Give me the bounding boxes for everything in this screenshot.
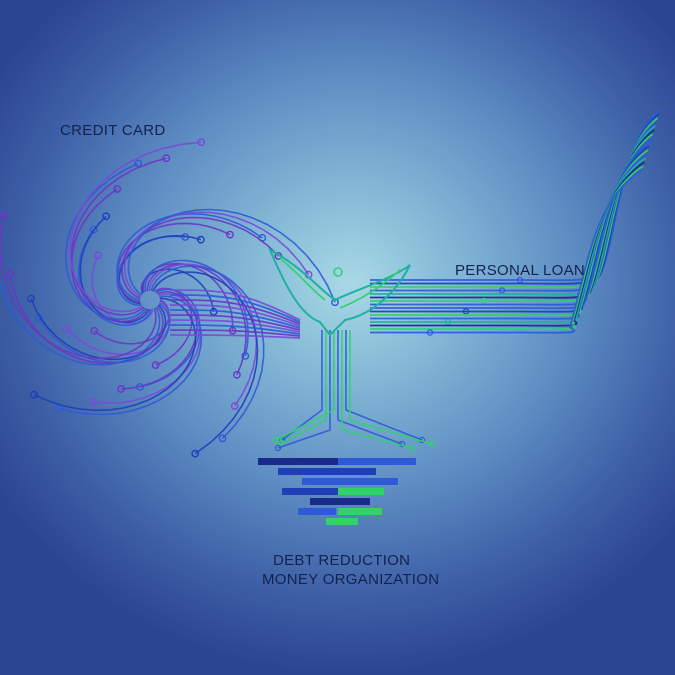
bar-segment [298, 508, 336, 515]
outflow-trace [169, 289, 301, 321]
trunk-trace [281, 330, 323, 441]
outflow-trace [169, 334, 301, 339]
swirl-trace [121, 291, 198, 390]
outflow-trace [169, 324, 301, 335]
swirl-trace [70, 188, 148, 323]
swirl-trace [30, 298, 167, 361]
trace-node [151, 361, 160, 369]
trace-node [426, 329, 434, 336]
trace-node [218, 434, 227, 443]
trace-node [232, 370, 241, 379]
trace-node [134, 159, 143, 168]
trace-node [94, 251, 103, 260]
swirl-trace [33, 297, 197, 412]
outflow-trace [169, 294, 301, 323]
swirl-trace [69, 141, 202, 313]
trace-node [162, 154, 171, 163]
money-organization-label: MONEY ORGANIZATION [262, 571, 440, 588]
bird-outline [268, 247, 411, 337]
personal-loan-circuit-lines [370, 109, 661, 336]
trace-node [102, 212, 111, 221]
swirl-trace [116, 222, 231, 303]
trace-node [117, 385, 126, 393]
swirl-trace [150, 265, 265, 439]
swirl-trace [116, 212, 263, 301]
trace-node [197, 138, 206, 147]
outflow-trace [169, 329, 301, 337]
swirl-trace [144, 259, 249, 357]
outflow-trace [169, 304, 301, 327]
bird-head [333, 267, 343, 277]
trunk-trace [349, 330, 433, 445]
circuit-trunk [272, 330, 436, 452]
bar-segment [338, 508, 382, 515]
bird-wing-detail [279, 257, 401, 309]
stacked-bars-icon [258, 458, 416, 525]
outflow-trace [169, 319, 301, 333]
outflow-trace [169, 309, 301, 329]
trace-node [241, 351, 250, 360]
trace-node [274, 444, 282, 452]
trace-node [113, 185, 122, 193]
trunk-trace [275, 330, 335, 441]
trace-node [89, 398, 97, 407]
trunk-trace [345, 330, 423, 441]
trunk-trace [277, 330, 331, 449]
bar-segment [338, 458, 416, 465]
trace-node [428, 440, 436, 448]
trace-node [408, 444, 416, 452]
trace-node [230, 402, 239, 410]
trace-node [196, 235, 205, 244]
trace-node [90, 326, 99, 335]
bar-segment [258, 458, 338, 465]
credit-card-circuit-swirl [0, 138, 339, 458]
trace-node [62, 324, 71, 333]
personal-loan-label: PERSONAL LOAN [455, 262, 586, 279]
trace-node [0, 210, 8, 219]
swirl-trace [0, 214, 157, 360]
swirl-trace [77, 229, 152, 327]
trunk-trace [279, 330, 327, 445]
bar-segment [326, 518, 358, 525]
bar-segment [302, 478, 398, 485]
bar-segment [338, 488, 384, 495]
trace-node [27, 294, 35, 303]
outflow-trace [169, 314, 301, 331]
swirl-trace [0, 279, 161, 366]
credit-card-label: CREDIT CARD [60, 122, 166, 139]
outflow-trace [169, 299, 301, 325]
loan-trace [370, 169, 643, 334]
trunk-trace [337, 330, 403, 445]
bar-segment [282, 488, 338, 495]
swirl-trace [146, 263, 247, 376]
bar-segment [310, 498, 370, 505]
trace-node [226, 230, 234, 239]
swirl-trace [92, 293, 202, 405]
trace-node [272, 436, 280, 444]
trace-node [30, 390, 38, 399]
swirl-trace [38, 302, 171, 364]
trunk-trace [341, 330, 413, 449]
trace-node [54, 404, 63, 413]
trace-node [89, 225, 98, 234]
trace-node [191, 449, 200, 458]
bird-icon [268, 247, 411, 337]
trace-node [5, 270, 14, 279]
bar-segment [278, 468, 376, 475]
swirl-trace [58, 295, 203, 416]
debt-reduction-label: DEBT REDUCTION [273, 552, 411, 569]
swirl-trace [79, 215, 150, 324]
swirl-trace [127, 208, 336, 303]
